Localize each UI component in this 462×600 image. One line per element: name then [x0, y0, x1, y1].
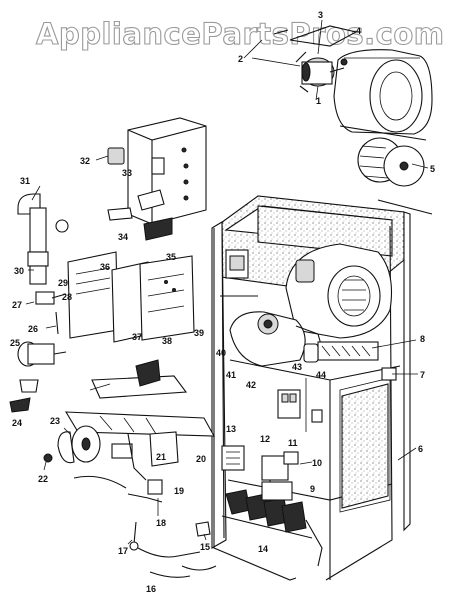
- inner-blower: [285, 243, 393, 339]
- callout-39: 39: [194, 328, 204, 338]
- callout-29: 29: [58, 278, 68, 288]
- callout-14: 14: [258, 544, 268, 554]
- hose: [9, 397, 31, 413]
- callout-40: 40: [216, 348, 226, 358]
- callout-2: 2: [238, 54, 243, 64]
- callout-30: 30: [14, 266, 24, 276]
- control-board: [277, 389, 323, 423]
- callout-44: 44: [316, 370, 326, 380]
- transformer: [221, 445, 245, 471]
- callout-18: 18: [156, 518, 166, 528]
- callout-23: 23: [50, 416, 60, 426]
- callout-15: 15: [200, 542, 210, 552]
- callout-13: 13: [226, 424, 236, 434]
- callout-37: 37: [132, 332, 142, 342]
- igniter-assembly: [73, 475, 217, 578]
- callout-7: 7: [420, 370, 425, 380]
- callout-8: 8: [420, 334, 425, 344]
- callout-24: 24: [12, 418, 22, 428]
- callouts: 1 2 3 4 5 6 7 8 9 10 11 12 13 14 15 16 1…: [10, 10, 435, 594]
- blower-assembly: [273, 25, 433, 141]
- callout-17: 17: [118, 546, 128, 556]
- drain-fittings: [35, 291, 67, 335]
- callout-16: 16: [146, 584, 156, 594]
- callout-28: 28: [62, 292, 72, 302]
- callout-20: 20: [196, 454, 206, 464]
- callout-42: 42: [246, 380, 256, 390]
- callout-33: 33: [122, 168, 132, 178]
- callout-43: 43: [292, 362, 302, 372]
- callout-27: 27: [12, 300, 22, 310]
- callout-25: 25: [10, 338, 20, 348]
- callout-4: 4: [356, 26, 361, 36]
- pressure-switch: [17, 341, 67, 393]
- callout-9: 9: [310, 484, 315, 494]
- callout-31: 31: [20, 176, 30, 186]
- callout-11: 11: [288, 438, 298, 448]
- callout-32: 32: [80, 156, 90, 166]
- inducer-assembly: [229, 311, 379, 367]
- callout-38: 38: [162, 336, 172, 346]
- burners: [221, 481, 323, 567]
- control-box: [107, 117, 207, 241]
- callout-3: 3: [318, 10, 323, 20]
- grille-panels: [67, 251, 195, 343]
- callout-41: 41: [226, 370, 236, 380]
- vent-pipe: [17, 193, 69, 285]
- callout-34: 34: [118, 232, 128, 242]
- callout-1: 1: [316, 96, 321, 106]
- callout-5: 5: [430, 164, 435, 174]
- callout-6: 6: [418, 444, 423, 454]
- callout-10: 10: [312, 458, 322, 468]
- capacitor-box: [220, 249, 258, 297]
- blower-wheel: [357, 137, 433, 215]
- callout-12: 12: [260, 434, 270, 444]
- callout-26: 26: [28, 324, 38, 334]
- burner-manifold: [43, 359, 215, 481]
- leader-lines: [25, 19, 429, 545]
- callout-19: 19: [174, 486, 184, 496]
- callout-22: 22: [38, 474, 48, 484]
- callout-21: 21: [156, 452, 166, 462]
- callout-35: 35: [166, 252, 176, 262]
- watermark: AppliancePartsPros.com: [36, 17, 444, 51]
- callout-36: 36: [100, 262, 110, 272]
- gas-valve: [261, 451, 299, 490]
